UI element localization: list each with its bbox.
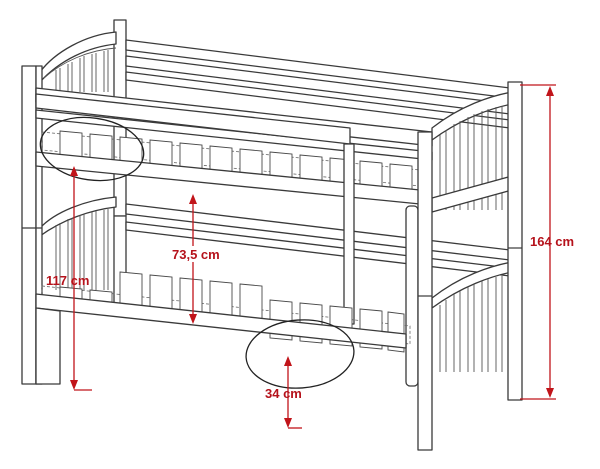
lower-front-spindles <box>439 276 503 372</box>
lower-back-arch <box>39 196 117 237</box>
back-end-frame <box>21 19 127 385</box>
upper-slat-detail-circle <box>39 116 145 182</box>
ladder-upright <box>343 143 355 325</box>
front-end-frame <box>417 81 523 451</box>
ladder-side-board <box>405 205 419 387</box>
lower-bed <box>35 271 411 385</box>
upper-back-arch <box>39 31 117 83</box>
lower-slat-detail-circle <box>245 319 355 389</box>
upper-back-spindles <box>55 50 109 92</box>
back-left-front-post <box>21 65 37 385</box>
lower-back-spindles <box>55 209 109 290</box>
slat-clearance-label: 34 cm <box>265 386 302 401</box>
front-right-rear-post <box>507 81 523 401</box>
slat-clearance-dimension: 34 cm <box>265 356 302 429</box>
bed-gap-label: 73,5 cm <box>172 247 220 262</box>
bed-height-label: 117 cm <box>46 273 89 288</box>
front-right-front-post <box>417 131 433 451</box>
bed-gap-dimension: 73,5 cm <box>168 194 234 324</box>
total-height-label: 164 cm <box>530 234 574 249</box>
lower-front-side-rail <box>35 293 407 349</box>
bed-height-dimension: 117 cm <box>46 166 92 391</box>
total-height-dimension: 164 cm <box>520 84 574 400</box>
